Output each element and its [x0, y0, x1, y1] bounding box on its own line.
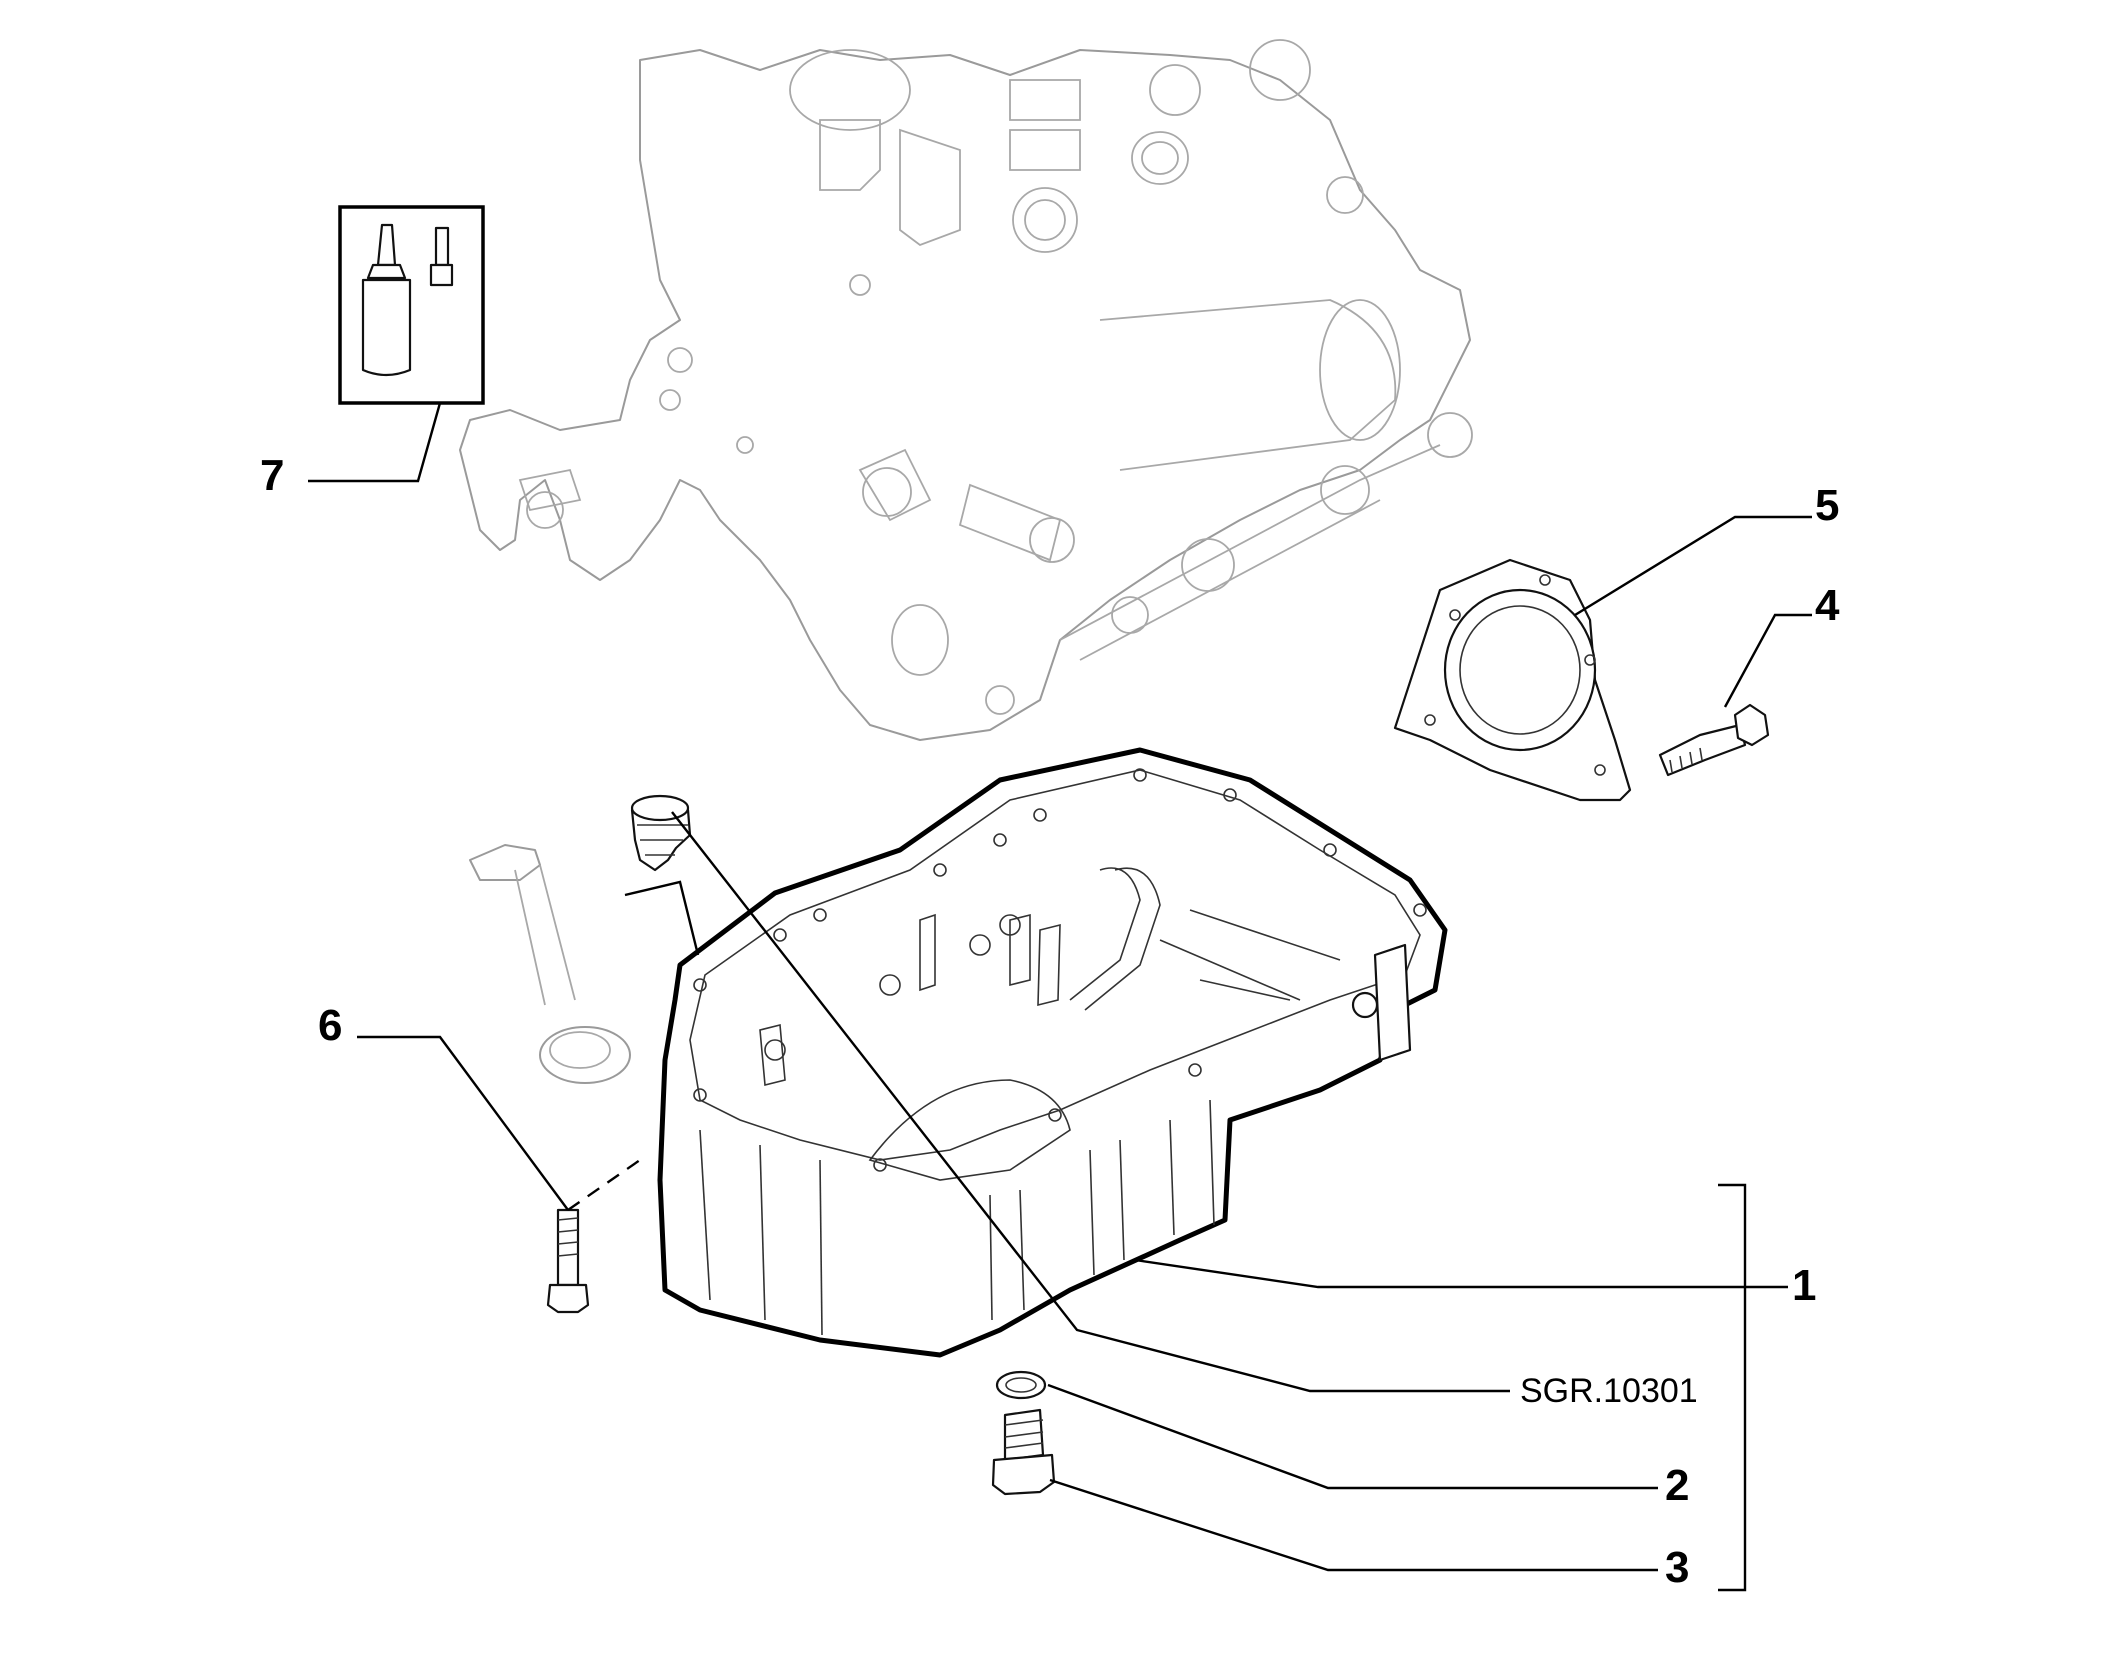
reference-code: SGR.10301: [1520, 1372, 1698, 1410]
breather-plug: [630, 794, 692, 872]
rear-seal-housing: [1393, 558, 1632, 802]
pan-bolt: [546, 1208, 590, 1314]
leader-lines: [308, 402, 1812, 1592]
callout-labels: 7 5 4 6 1 SGR.10301 2 3: [260, 451, 1840, 1592]
sealing-washer: [995, 1370, 1047, 1400]
sealant-kit: [338, 205, 485, 405]
callout-5: 5: [1815, 481, 1839, 530]
callout-4: 4: [1815, 581, 1840, 630]
callout-7: 7: [260, 451, 284, 500]
oil-pan: [657, 747, 1448, 1358]
engine-block-ghost: [459, 39, 1473, 741]
callout-3: 3: [1665, 1543, 1689, 1592]
callout-1: 1: [1792, 1261, 1816, 1310]
housing-bolt: [1658, 703, 1770, 777]
drain-plug: [991, 1408, 1056, 1496]
oil-pickup-tube: [469, 844, 631, 1084]
callout-2: 2: [1665, 1461, 1689, 1510]
callout-6: 6: [318, 1001, 342, 1050]
